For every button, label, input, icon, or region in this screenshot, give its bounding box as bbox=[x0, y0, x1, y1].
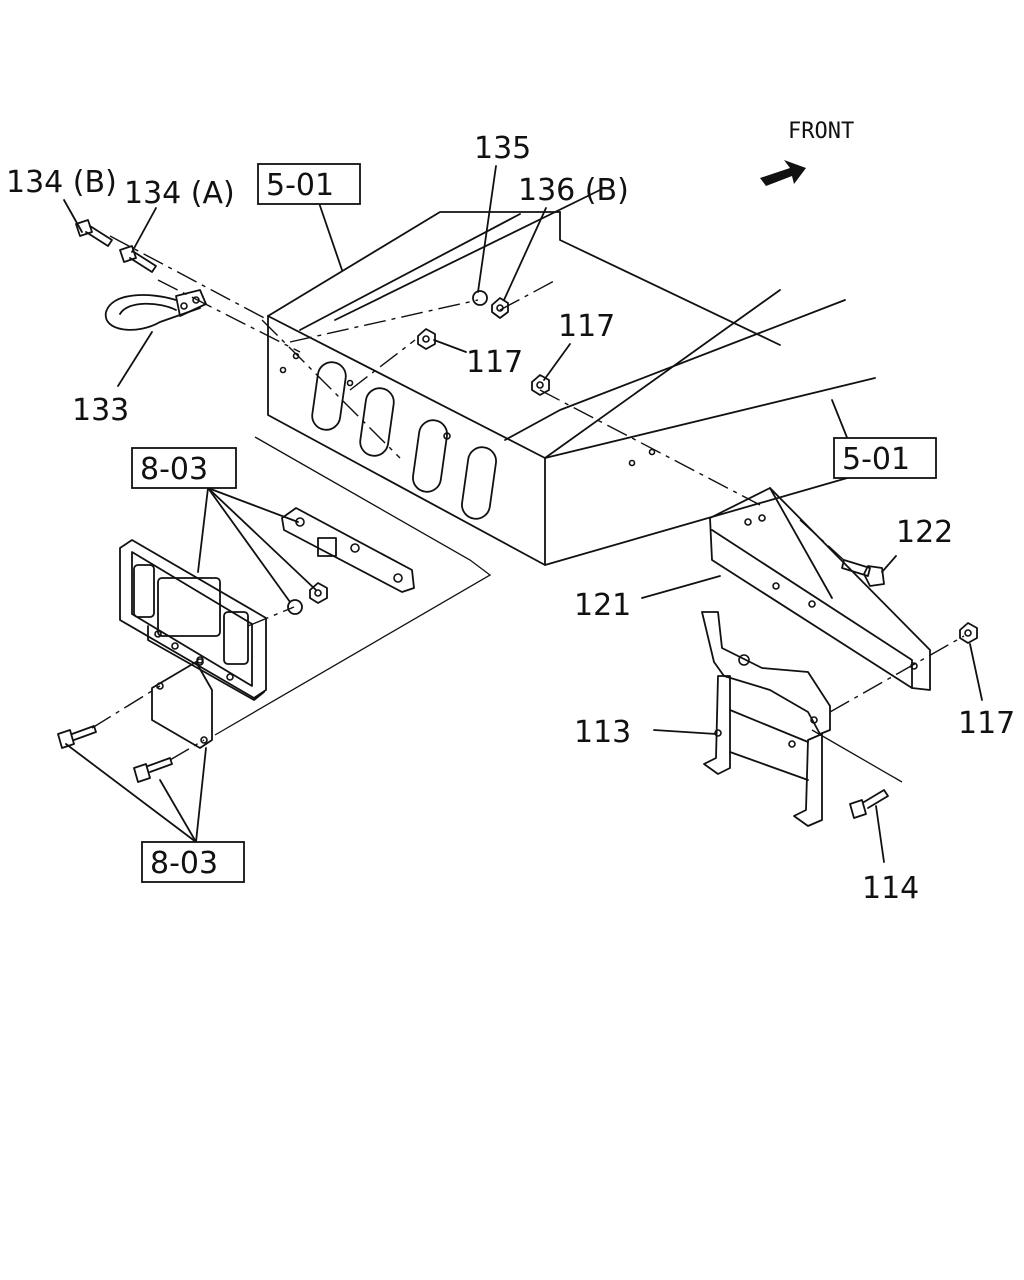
ref-box-label: 5-01 bbox=[266, 168, 334, 203]
assembly-line bbox=[247, 606, 295, 627]
nut-icon bbox=[309, 582, 328, 604]
assembly-line bbox=[349, 339, 416, 391]
leader-plane bbox=[214, 436, 492, 736]
leader-plane bbox=[811, 729, 903, 783]
bolt-114-icon bbox=[849, 789, 889, 819]
ref-box-label: 8-03 bbox=[150, 846, 218, 881]
washer-135-icon bbox=[472, 290, 488, 306]
assembly-line bbox=[169, 739, 205, 761]
callout-134b: 134 (B) bbox=[6, 165, 117, 200]
callout-113: 113 bbox=[574, 715, 631, 750]
callout-121: 121 bbox=[574, 588, 631, 623]
rear-lamp-bracket bbox=[119, 539, 267, 701]
leader-line bbox=[477, 165, 497, 293]
ref-box-8-03-lower[interactable]: 8-03 bbox=[141, 841, 245, 883]
mud-flap-bracket bbox=[709, 487, 931, 691]
bolt-134a-icon bbox=[119, 245, 157, 273]
callout-122: 122 bbox=[896, 515, 953, 550]
leader-line bbox=[503, 207, 547, 301]
callout-136b: 136 (B) bbox=[518, 173, 629, 208]
leader-line bbox=[881, 555, 897, 573]
assembly-line bbox=[799, 519, 847, 563]
lamp-mount-arm bbox=[281, 507, 415, 593]
bolt-122-icon bbox=[841, 559, 885, 587]
ref-box-label: 8-03 bbox=[140, 452, 208, 487]
bolt-left-lower-icon bbox=[133, 757, 173, 783]
front-label: FRONT bbox=[788, 119, 854, 144]
leader-line bbox=[875, 805, 885, 863]
leader-line bbox=[543, 343, 571, 381]
leader-line bbox=[117, 331, 153, 387]
washer-icon bbox=[287, 599, 303, 615]
ref-box-5-01-top[interactable]: 5-01 bbox=[257, 163, 361, 205]
leader-line bbox=[63, 199, 83, 233]
leader-line bbox=[207, 487, 291, 603]
nut-136b-icon bbox=[491, 297, 509, 319]
assembly-line bbox=[499, 279, 557, 311]
assembly-line bbox=[157, 279, 301, 353]
leader-line bbox=[195, 747, 207, 843]
callout-117-middle: 117 bbox=[558, 309, 615, 344]
ref-box-5-01-right[interactable]: 5-01 bbox=[833, 437, 937, 479]
frame-crossmember bbox=[267, 189, 876, 566]
tow-hook bbox=[105, 289, 207, 331]
nut-117-middle-icon bbox=[531, 374, 550, 396]
leader-line bbox=[159, 779, 197, 843]
front-arrow-icon bbox=[760, 160, 806, 186]
callout-133: 133 bbox=[72, 393, 129, 428]
callout-135: 135 bbox=[474, 131, 531, 166]
callout-114: 114 bbox=[862, 871, 919, 906]
callout-117-upper: 117 bbox=[466, 345, 523, 380]
nut-117-right-icon bbox=[959, 622, 978, 644]
leader-line bbox=[207, 487, 299, 523]
leader-line bbox=[969, 643, 983, 701]
leader-line bbox=[65, 743, 197, 843]
assembly-line bbox=[261, 319, 401, 459]
ref-box-label: 5-01 bbox=[842, 442, 910, 477]
bolt-left-upper-icon bbox=[57, 725, 97, 749]
bolt-134b-icon bbox=[75, 219, 113, 247]
ref-box-8-03-upper[interactable]: 8-03 bbox=[131, 447, 237, 489]
assembly-line bbox=[91, 685, 161, 729]
leader-line bbox=[207, 487, 317, 591]
leader-line bbox=[653, 729, 717, 735]
assembly-line bbox=[829, 635, 965, 713]
leader-line bbox=[641, 575, 721, 599]
assembly-line bbox=[109, 235, 269, 321]
leader-line bbox=[433, 339, 467, 353]
nut-117-upper-icon bbox=[417, 328, 436, 350]
cover-plate bbox=[151, 658, 213, 749]
leader-line bbox=[197, 487, 209, 573]
callout-134a: 134 (A) bbox=[124, 176, 235, 211]
leader-line bbox=[131, 207, 157, 253]
leader-line bbox=[317, 199, 343, 271]
assembly-line bbox=[539, 389, 761, 506]
assembly-line bbox=[289, 299, 479, 343]
mud-flap-stay bbox=[701, 611, 831, 827]
callout-117-right: 117 bbox=[958, 706, 1015, 741]
